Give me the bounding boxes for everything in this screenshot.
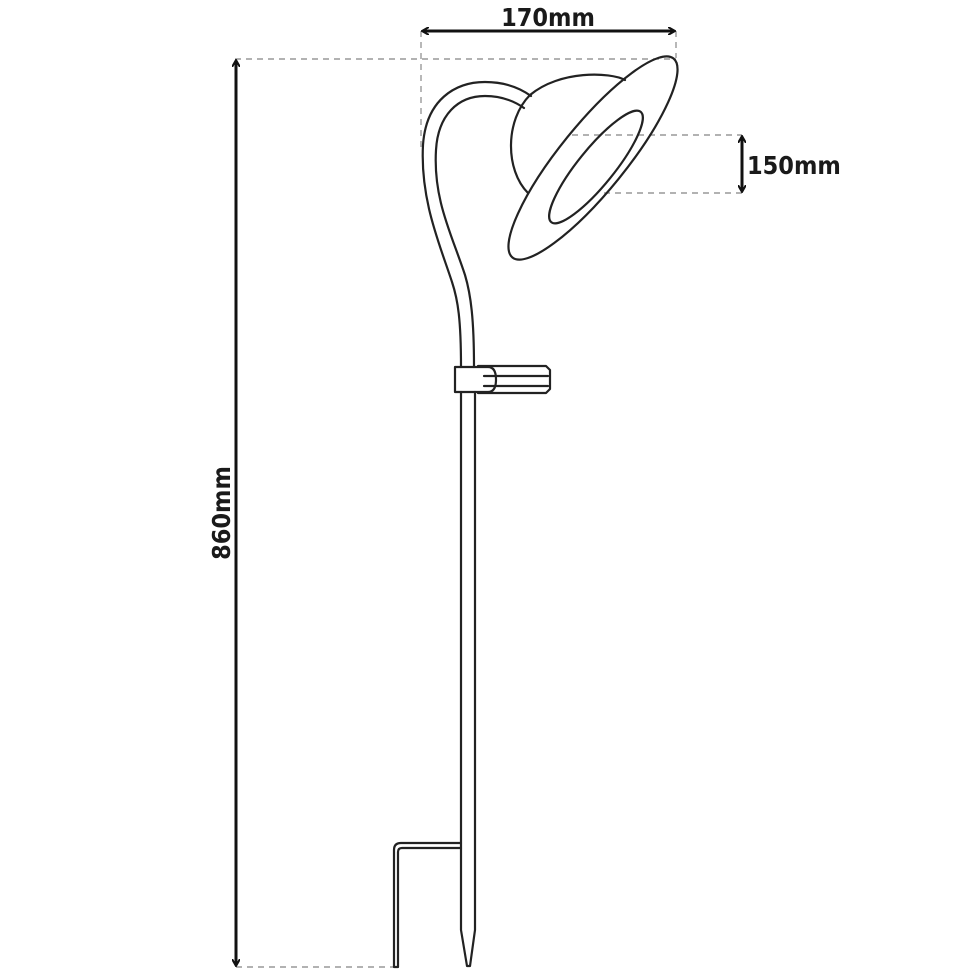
ground-stake: [392, 841, 463, 969]
lamp-brim-outer: [507, 55, 679, 261]
stem-neck-inner: [434, 94, 526, 369]
brim-height-label: 150mm: [747, 151, 841, 180]
lamp-brim-inner: [548, 109, 644, 225]
lamp-dome: [509, 73, 627, 195]
total-height-label: 860mm: [207, 466, 236, 560]
extension-lines: [235, 31, 742, 968]
stem-neck-outer: [421, 80, 533, 369]
stem-shaft: [459, 390, 477, 968]
solar-panel-clip: [453, 364, 552, 395]
width-label: 170mm: [501, 3, 595, 32]
